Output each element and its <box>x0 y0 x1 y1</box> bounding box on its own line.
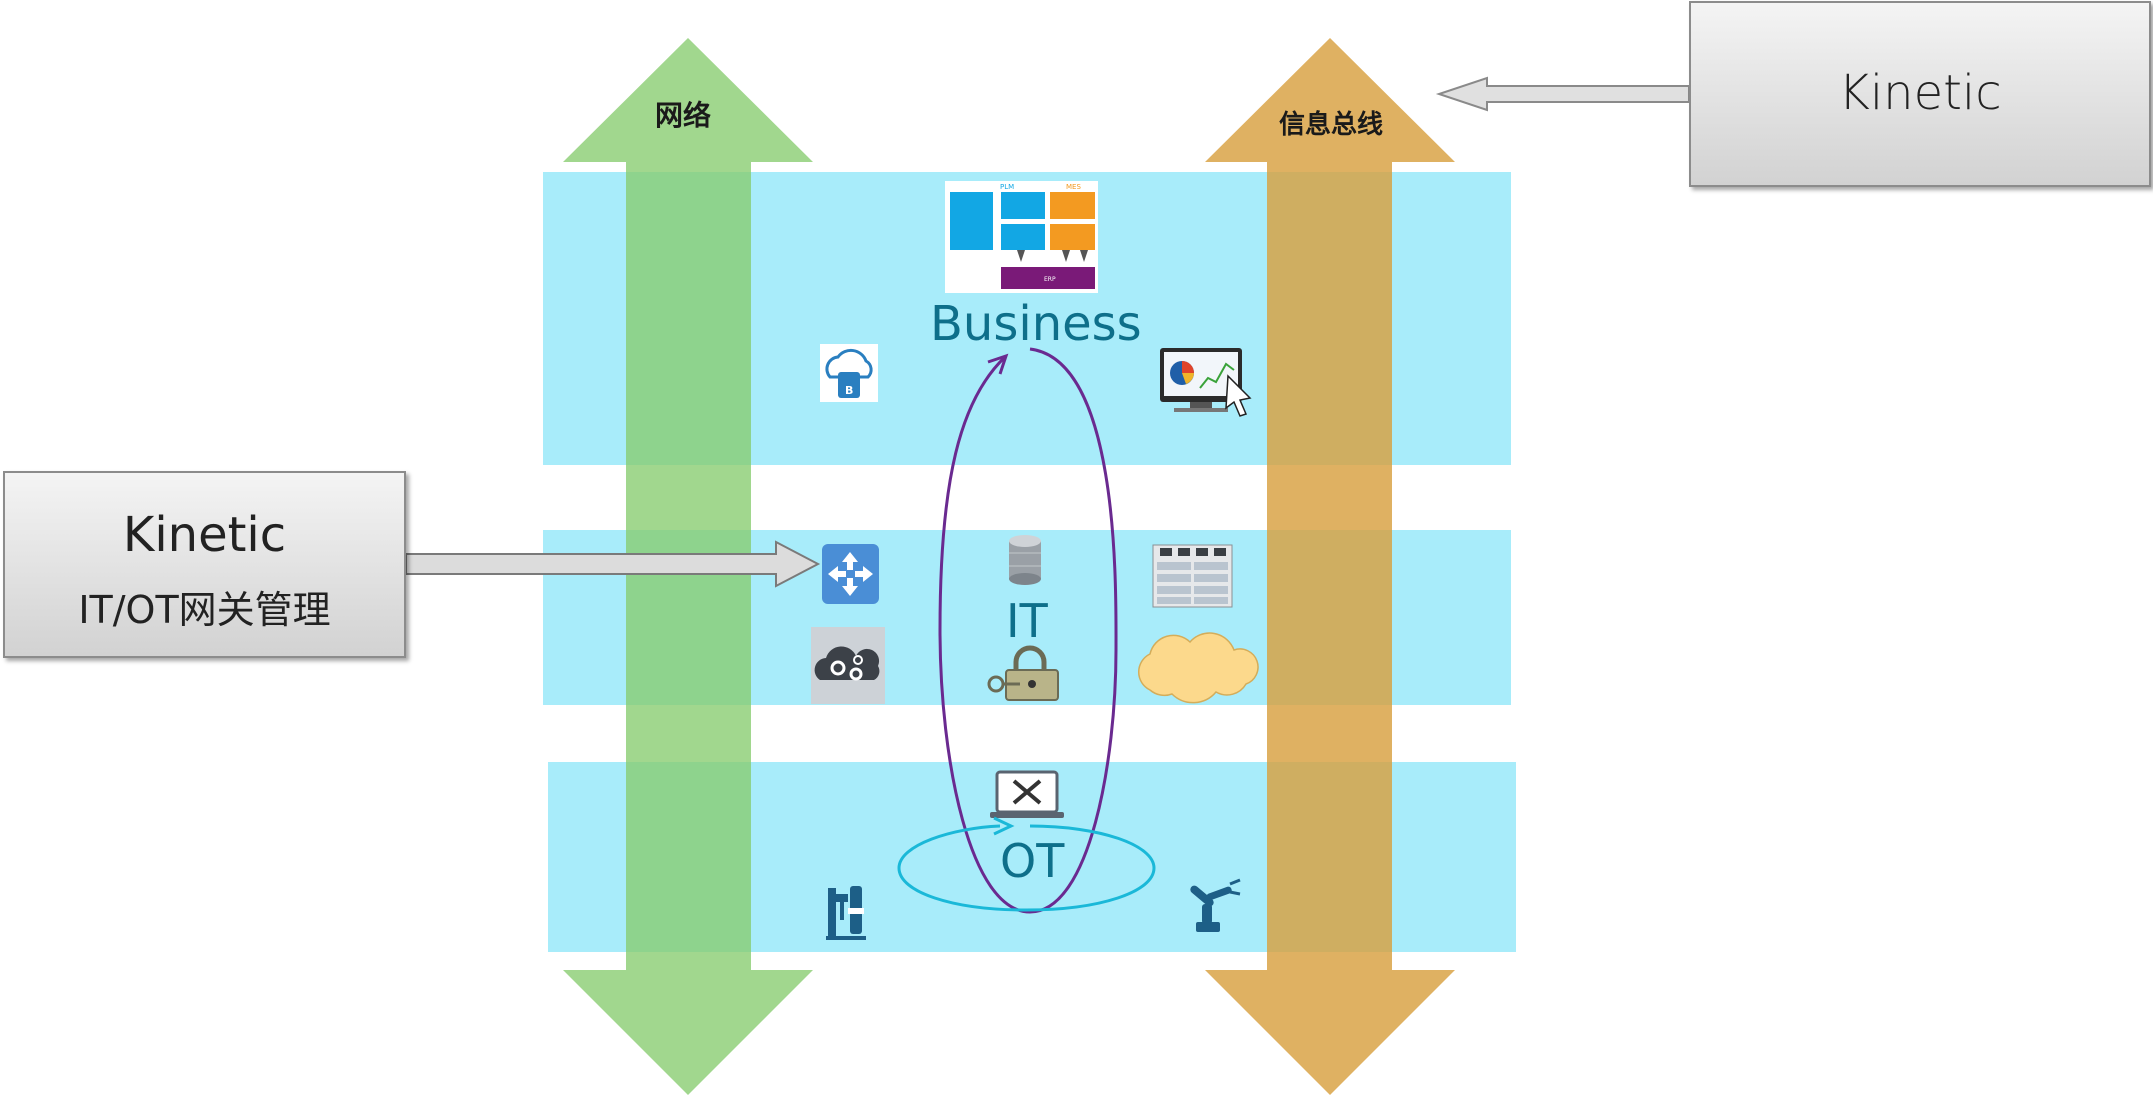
left-callout-arrow <box>405 540 821 588</box>
router-icon <box>822 544 879 604</box>
laptop-tools-icon <box>990 770 1064 818</box>
database-icon <box>1009 535 1041 585</box>
business-layer-title: Business <box>930 296 1142 352</box>
business-ot-loop <box>938 347 1118 914</box>
it-layer-title: IT <box>1006 594 1048 648</box>
business-app-diagram-icon: PLM MES ERP <box>945 181 1098 293</box>
cloud-icon <box>1138 632 1259 704</box>
top-callout-arrow <box>1435 76 1690 112</box>
robot-arm-icon <box>1190 878 1241 932</box>
ot-layer-title: OT <box>1000 834 1065 888</box>
analytics-monitor-icon <box>1160 348 1252 417</box>
information-bus-label: 信息总线 <box>1279 110 1384 140</box>
information-bus-arrow <box>1205 38 1455 1095</box>
cloud-gears-icon <box>811 627 885 704</box>
svg-text:B: B <box>845 384 853 397</box>
plm-label: PLM <box>1000 183 1014 191</box>
kinetic-title: Kinetic <box>1838 65 2002 121</box>
lock-key-icon <box>987 645 1059 701</box>
erp-label: ERP <box>1044 276 1056 283</box>
drill-machine-icon <box>826 886 866 940</box>
mes-label: MES <box>1066 183 1081 191</box>
network-label: 网络 <box>655 99 712 132</box>
kinetic-title: Kinetic <box>122 507 287 563</box>
cloud-database-icon: B <box>820 344 878 402</box>
gateway-management-subtitle: IT/OT网关管理 <box>78 588 331 632</box>
kinetic-gateway-callout: Kinetic IT/OT网关管理 <box>3 471 406 658</box>
ot-loop <box>897 816 1156 912</box>
server-rack-icon <box>1152 544 1233 608</box>
kinetic-callout-top: Kinetic <box>1689 1 2151 187</box>
